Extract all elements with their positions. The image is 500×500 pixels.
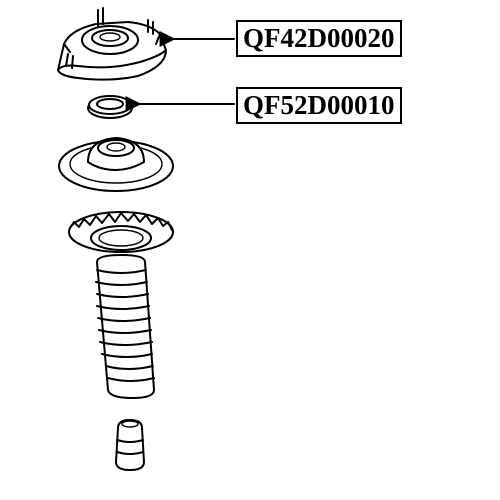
part-number-label-bearing: QF52D00010	[236, 87, 402, 124]
dust-boot-part	[68, 211, 174, 399]
spring-seat-part	[58, 137, 174, 192]
bump-stop-part	[115, 419, 145, 471]
part-number-label-strut-mount: QF42D00020	[236, 20, 402, 57]
bearing-part	[87, 95, 133, 119]
strut-mount-part	[57, 7, 167, 81]
